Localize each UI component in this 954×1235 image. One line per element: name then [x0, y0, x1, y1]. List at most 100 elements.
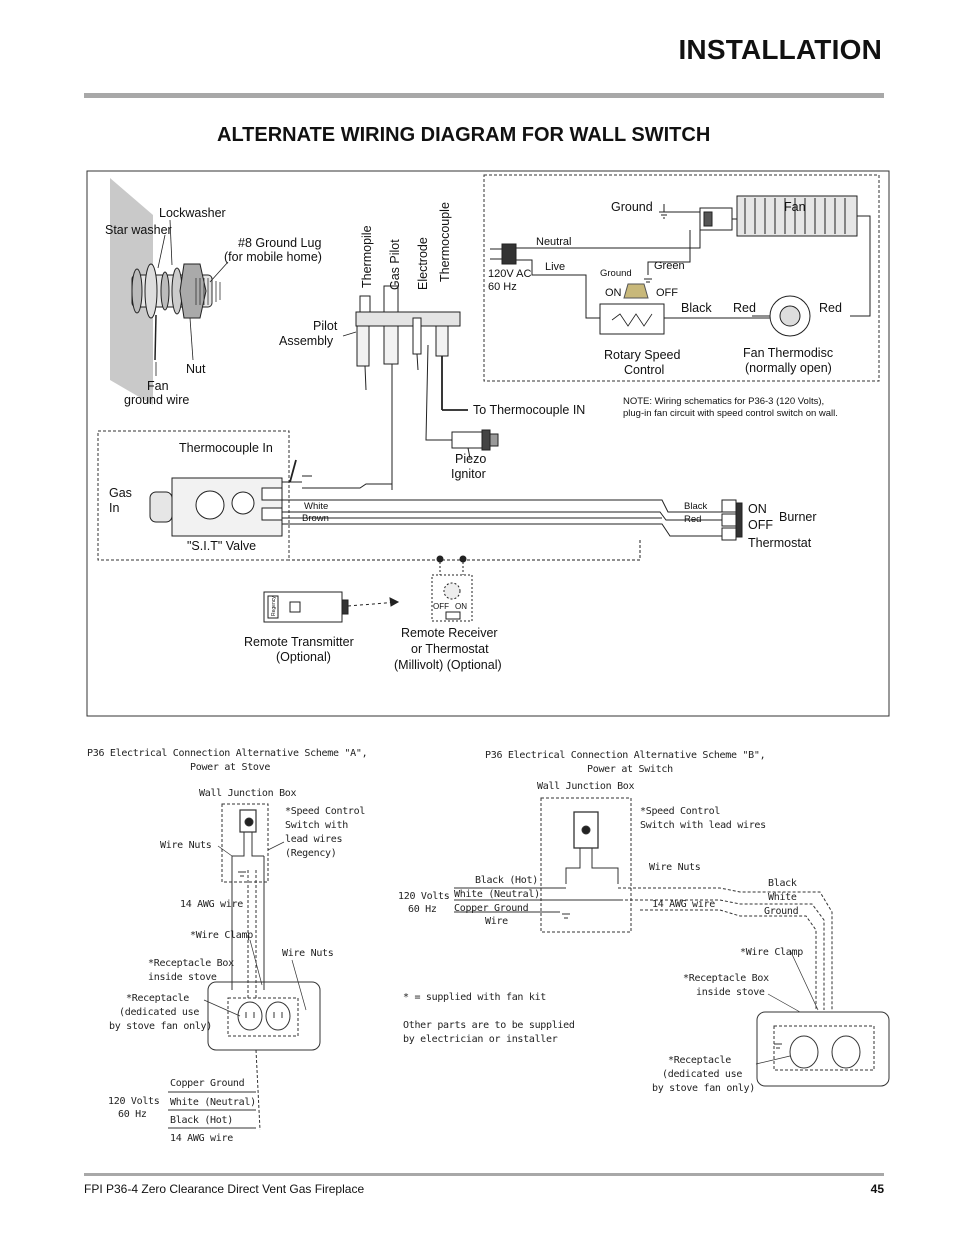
- scheme-b-receptacle-box: *Receptacle Box: [683, 973, 769, 984]
- neutral-label: Neutral: [536, 236, 571, 248]
- green-label: Green: [654, 260, 685, 272]
- receiver-on-label: ON: [455, 602, 467, 611]
- thermodisc-label: Fan Thermodisc: [743, 346, 833, 360]
- pilot-assembly-sublabel: Assembly: [279, 334, 334, 348]
- scheme-b-junction-box: [454, 797, 890, 1087]
- scheme-b-receptacle-sub2: by stove fan only): [652, 1083, 755, 1094]
- footer-document-title: FPI P36-4 Zero Clearance Direct Vent Gas…: [84, 1182, 365, 1196]
- scheme-a-receptacle-sub2: by stove fan only): [109, 1021, 212, 1032]
- thermodisc-sublabel: (normally open): [745, 361, 832, 375]
- scheme-b-receptacle-box-sub: inside stove: [696, 987, 765, 998]
- lockwasher-label: Lockwasher: [159, 206, 226, 220]
- note-line-2: plug-in fan circuit with speed control s…: [623, 408, 838, 419]
- scheme-a-copper-ground: Copper Ground: [170, 1078, 245, 1089]
- thermopile-label: Thermopile: [360, 225, 374, 288]
- scheme-a-receptacle-box: *Receptacle Box: [148, 958, 234, 969]
- ground-lug-sublabel: (for mobile home): [224, 250, 322, 264]
- rotary-control-label: Rotary Speed: [604, 348, 680, 362]
- fan-ground-text: Ground: [611, 200, 653, 214]
- valve-wiring: [282, 459, 722, 561]
- gas-pilot-label: Gas Pilot: [388, 239, 402, 290]
- scheme-b-hz: 60 Hz: [408, 904, 437, 915]
- page-title: INSTALLATION: [678, 34, 882, 65]
- scheme-a-hz: 60 Hz: [118, 1109, 147, 1120]
- red-valve-wire-label: Red: [684, 514, 701, 525]
- to-thermocouple-label: To Thermocouple IN: [473, 403, 585, 417]
- scheme-b-speed-sub: Switch with lead wires: [640, 820, 766, 831]
- piezo-label: Piezo: [455, 452, 486, 466]
- gas-in-label: Gas: [109, 486, 132, 500]
- scheme-b-receptacle-sub1: (dedicated use: [662, 1069, 742, 1080]
- scheme-b-right-ground: Ground: [764, 906, 799, 917]
- receiver-label: Remote Receiver: [401, 626, 498, 640]
- scheme-b-awg: 14 AWG wire: [652, 899, 715, 910]
- nut-label: Nut: [186, 362, 206, 376]
- fan-circuit-frame: [483, 174, 880, 382]
- scheme-a-speed-sub2: lead wires: [285, 834, 342, 845]
- sit-valve: [149, 477, 283, 537]
- rotary-control-sublabel: Control: [624, 363, 664, 377]
- scheme-a-wire-clamp: *Wire Clamp: [190, 930, 253, 941]
- transmitter-label: Remote Transmitter: [244, 635, 354, 649]
- brown-wire-label: Brown: [302, 513, 329, 524]
- black-wire-label: Black: [681, 301, 712, 315]
- scheme-b-receptacle: *Receptacle: [668, 1055, 731, 1066]
- receiver-off-label: OFF: [433, 602, 449, 611]
- scheme-a-awg-top: 14 AWG wire: [180, 899, 243, 910]
- scheme-a-awg-bottom: 14 AWG wire: [170, 1133, 233, 1144]
- main-diagram-frame: [86, 170, 890, 717]
- scheme-a-black-hot: Black (Hot): [170, 1115, 233, 1126]
- fan-circuit-wiring: [490, 195, 871, 337]
- piezo-sublabel: Ignitor: [451, 467, 486, 481]
- section-title: ALTERNATE WIRING DIAGRAM FOR WALL SWITCH: [217, 124, 711, 146]
- ground-lug-assembly: [110, 178, 229, 405]
- scheme-b-copper-ground-sub: Wire: [485, 916, 508, 927]
- thermostat-off-label: OFF: [748, 518, 773, 532]
- receiver-sublabel-2: (Millivolt) (Optional): [394, 658, 502, 672]
- scheme-a-receptacle: *Receptacle: [126, 993, 189, 1004]
- scheme-a-wire-nuts-right: Wire Nuts: [282, 948, 334, 959]
- scheme-b-volts: 120 Volts: [398, 891, 450, 902]
- scheme-a-speed-sub1: Switch with: [285, 820, 348, 831]
- fan-ground-label: Fan: [147, 379, 169, 393]
- scheme-b-white-neutral: White (Neutral): [454, 889, 540, 900]
- scheme-b-speed-label: *Speed Control: [640, 806, 720, 817]
- scheme-b-wire-clamp: *Wire Clamp: [740, 947, 803, 958]
- live-label: Live: [545, 261, 565, 273]
- scheme-b-subtitle: Power at Switch: [587, 764, 673, 775]
- receiver-sublabel-1: or Thermostat: [411, 642, 489, 656]
- scheme-b-wire-nuts: Wire Nuts: [649, 862, 701, 873]
- scheme-a-receptacle-box-sub: inside stove: [148, 972, 217, 983]
- black-valve-wire-label: Black: [684, 501, 707, 512]
- scheme-b-right-black: Black: [768, 878, 797, 889]
- scheme-a-speed-label: *Speed Control: [285, 806, 365, 817]
- fan-ground-sublabel: ground wire: [124, 393, 189, 407]
- rotary-off-label: OFF: [656, 287, 678, 299]
- burner-thermostat-switch: [721, 499, 743, 541]
- valve-name-label: "S.I.T" Valve: [187, 539, 256, 553]
- red-wire-label-2: Red: [819, 301, 842, 315]
- piezo-ignitor: [451, 429, 499, 459]
- scheme-b-other-parts: Other parts are to be supplied: [403, 1020, 575, 1031]
- header-divider: [84, 93, 884, 98]
- scheme-a-title: P36 Electrical Connection Alternative Sc…: [87, 748, 367, 759]
- scheme-b-junction-label: Wall Junction Box: [537, 781, 635, 792]
- ac-voltage-label: 120V AC: [488, 268, 531, 280]
- scheme-b-black-hot: Black (Hot): [475, 875, 538, 886]
- remote-receiver: [431, 555, 473, 622]
- thermocouple-label: Thermocouple: [438, 202, 452, 282]
- scheme-a-junction-label: Wall Junction Box: [199, 788, 297, 799]
- thermocouple-in-label: Thermocouple In: [179, 441, 273, 455]
- scheme-a-volts: 120 Volts: [108, 1096, 160, 1107]
- pilot-assembly-label: Pilot: [313, 319, 338, 333]
- scheme-a-white-neutral: White (Neutral): [170, 1097, 256, 1108]
- transmitter-brand: Regency: [271, 596, 277, 616]
- scheme-b-right-white: White: [768, 892, 797, 903]
- remote-transmitter: [263, 591, 400, 623]
- electrode-label: Electrode: [416, 237, 430, 290]
- ground-lug-label: #8 Ground Lug: [238, 236, 321, 250]
- transmitter-sublabel: (Optional): [276, 650, 331, 664]
- gas-in-sublabel: In: [109, 501, 119, 515]
- scheme-b-copper-ground: Copper Ground: [454, 903, 529, 914]
